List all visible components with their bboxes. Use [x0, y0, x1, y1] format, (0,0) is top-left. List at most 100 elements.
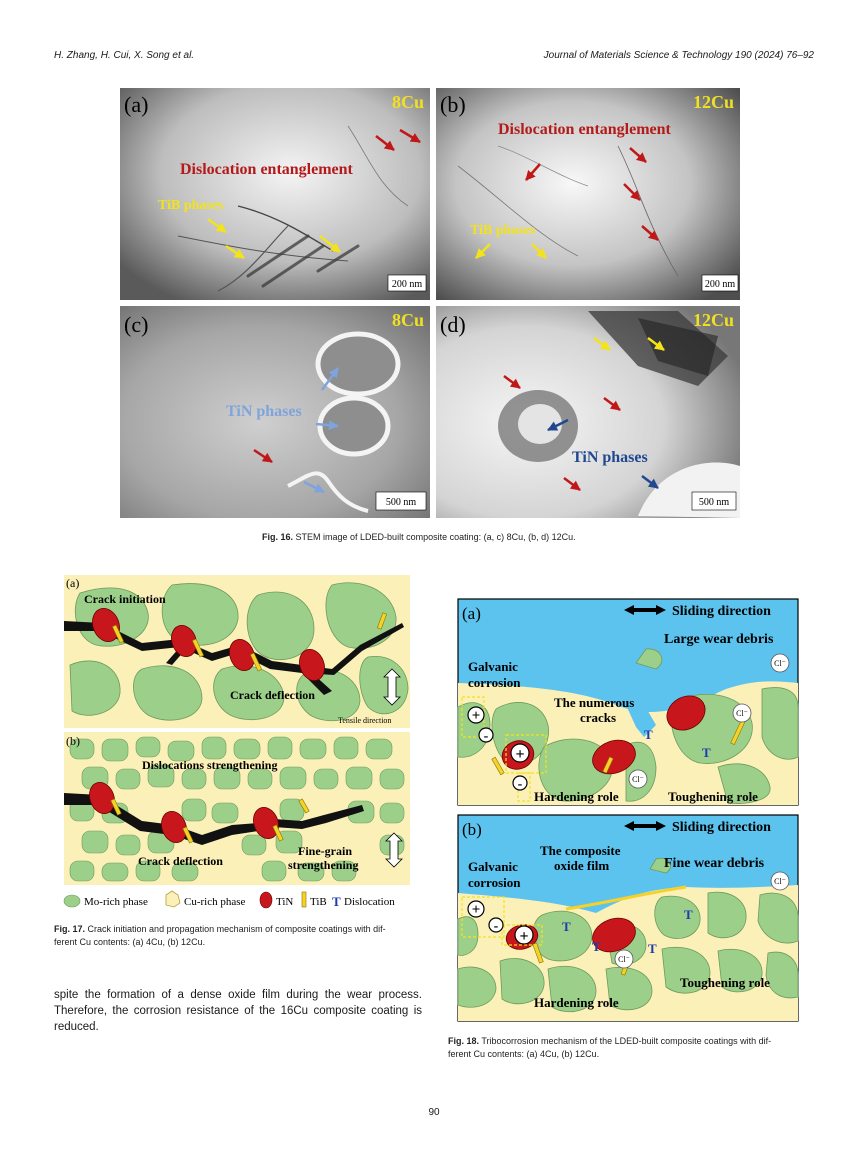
fig16-b-tib-label: TiB phases	[470, 223, 536, 238]
fig18-b-galvanic-1: Galvanic	[468, 859, 518, 874]
fig18-b-hardening: Hardening role	[534, 995, 619, 1010]
legend-mo-label: Mo-rich phase	[84, 896, 148, 908]
fig18-b-plus-2: +	[519, 928, 528, 945]
fig17-a-tensile-direction: Tensile direction	[338, 716, 391, 725]
legend-cu-swatch	[165, 890, 181, 908]
figure-18: + - + - Cl⁻ Cl⁻ Cl⁻ T T (a) Sliding direc…	[457, 598, 799, 1022]
figure-17: (a) Crack initiation Crack deflection Te…	[63, 575, 410, 909]
fig16-b-scalebar: 200 nm	[705, 279, 736, 290]
fig16-panel-c: (c) 8Cu TiN phases 500 nm	[120, 306, 430, 518]
fig18-a-cl-2: Cl⁻	[736, 709, 748, 718]
legend-tin-label: TiN	[276, 896, 293, 908]
legend-tib-swatch	[301, 891, 307, 908]
svg-text:T: T	[592, 939, 601, 954]
fig16-panel-a: (a) 8Cu Dislocation entanglement TiB pha…	[120, 88, 430, 300]
fig18-b-cl-2: Cl⁻	[774, 877, 786, 886]
legend-tin-swatch	[259, 891, 273, 909]
fig18-caption-label: Fig. 18.	[448, 1036, 480, 1046]
fig17-b-dislocations: Dislocations strengthening	[142, 758, 277, 772]
svg-text:T: T	[702, 745, 711, 760]
fig16-caption: Fig. 16. STEM image of LDED-built compos…	[262, 531, 576, 544]
fig16-d-tin-label: TiN phases	[572, 449, 648, 466]
fig16-a-sample: 8Cu	[392, 92, 424, 112]
svg-text:T: T	[684, 907, 693, 922]
legend-dislocation-symbol: T	[332, 894, 341, 909]
figure-16: (a) 8Cu Dislocation entanglement TiB pha…	[120, 88, 740, 518]
fig16-a-dislocation-label: Dislocation entanglement	[180, 161, 354, 178]
fig17-caption: Fig. 17. Crack initiation and propagatio…	[54, 923, 424, 949]
fig16-d-letter: (d)	[440, 312, 466, 337]
fig16-c-sample: 8Cu	[392, 310, 424, 330]
fig17-b-crack-deflection: Crack deflection	[138, 854, 223, 868]
fig16-panel-b: (b) 12Cu Dislocation entanglement TiB ph…	[436, 88, 740, 300]
body-paragraph: spite the formation of a dense oxide fil…	[54, 989, 422, 1033]
fig17-a-crack-deflection: Crack deflection	[230, 688, 315, 702]
fig16-d-sample: 12Cu	[693, 310, 734, 330]
fig16-c-scalebar: 500 nm	[386, 497, 417, 508]
fig18-panel-a: + - + - Cl⁻ Cl⁻ Cl⁻ T T (a) Sliding direc…	[457, 598, 799, 806]
running-header-journal: Journal of Materials Science & Technolog…	[543, 50, 814, 61]
fig18-b-sliding: Sliding direction	[672, 820, 771, 835]
svg-text:T: T	[562, 919, 571, 934]
fig18-a-sliding: Sliding direction	[672, 604, 771, 619]
fig18-b-oxide-2: oxide film	[554, 858, 609, 873]
fig18-caption-line1: Tribocorrosion mechanism of the LDED-bui…	[481, 1036, 772, 1046]
fig16-b-letter: (b)	[440, 92, 466, 117]
fig16-panel-d: (d) 12Cu TiN phases 500 nm	[436, 306, 740, 518]
fig17-b-fine-grain-2: strengthening	[288, 858, 358, 872]
fig18-b-toughening: Toughening role	[680, 975, 770, 990]
fig17-panel-a: (a) Crack initiation Crack deflection Te…	[64, 575, 410, 728]
fig18-b-cl-1: Cl⁻	[618, 955, 630, 964]
svg-text:T: T	[644, 727, 653, 742]
fig18-a-plus-1: +	[472, 708, 481, 724]
fig16-a-letter: (a)	[124, 92, 148, 117]
fig16-c-tin-label: TiN phases	[226, 403, 302, 420]
fig17-caption-line2: ferent Cu contents: (a) 4Cu, (b) 12Cu.	[54, 937, 206, 947]
fig18-b-oxide-1: The composite	[540, 843, 621, 858]
legend-cu-label: Cu-rich phase	[184, 896, 246, 908]
fig16-caption-label: Fig. 16.	[262, 532, 294, 542]
fig18-a-toughening: Toughening role	[668, 789, 758, 804]
fig18-a-wear-debris: Large wear debris	[664, 632, 774, 647]
fig16-a-tib-label: TiB phases	[158, 198, 224, 213]
fig18-panel-b: + - + Cl⁻ Cl⁻ T T T T (b) Sliding direction…	[457, 814, 799, 1022]
fig17-caption-label: Fig. 17.	[54, 924, 86, 934]
legend-tib-label: TiB	[310, 896, 327, 908]
fig17-a-letter: (a)	[66, 576, 79, 590]
fig16-b-sample: 12Cu	[693, 92, 734, 112]
fig18-b-letter: (b)	[462, 820, 482, 839]
legend-dislocation-label: Dislocation	[344, 896, 395, 908]
running-header-authors: H. Zhang, H. Cui, X. Song et al.	[54, 50, 195, 61]
fig17-b-fine-grain-1: Fine-grain	[298, 844, 352, 858]
fig18-caption-line2: ferent Cu contents: (a) 4Cu, (b) 12Cu.	[448, 1049, 600, 1059]
fig18-a-minus-1: -	[484, 729, 489, 744]
fig18-caption: Fig. 18. Tribocorrosion mechanism of the…	[448, 1035, 818, 1061]
fig16-caption-text: STEM image of LDED-built composite coati…	[295, 532, 576, 542]
fig18-a-galvanic-2: corrosion	[468, 675, 521, 690]
fig18-b-wear-debris: Fine wear debris	[664, 856, 765, 871]
fig18-a-cracks-2: cracks	[580, 710, 616, 725]
fig16-b-dislocation-label: Dislocation entanglement	[498, 121, 672, 138]
svg-text:T: T	[648, 941, 657, 956]
fig16-a-scalebar: 200 nm	[392, 279, 423, 290]
legend-mo-swatch	[63, 894, 81, 908]
fig17-b-letter: (b)	[66, 734, 80, 748]
fig16-c-letter: (c)	[124, 312, 148, 337]
fig18-a-cl-1: Cl⁻	[632, 775, 644, 784]
fig18-a-hardening: Hardening role	[534, 789, 619, 804]
fig18-a-galvanic-1: Galvanic	[468, 659, 518, 674]
fig17-panel-b: (b) Dislocations strengthening Crack def…	[64, 732, 410, 885]
fig18-a-minus-2: -	[518, 777, 523, 792]
fig18-b-minus-1: -	[494, 919, 499, 934]
fig16-d-scalebar: 500 nm	[699, 497, 730, 508]
fig18-b-galvanic-2: corrosion	[468, 875, 521, 890]
fig18-a-letter: (a)	[462, 604, 481, 623]
page-number: 90	[428, 1107, 440, 1118]
fig18-a-plus-2: +	[515, 746, 524, 763]
fig18-b-plus-1: +	[472, 902, 481, 918]
fig18-a-cracks-1: The numerous	[554, 695, 634, 710]
fig17-legend: Mo-rich phase Cu-rich phase TiN TiB T Di…	[63, 890, 395, 909]
fig18-a-cl-3: Cl⁻	[774, 659, 786, 668]
fig17-caption-line1: Crack initiation and propagation mechani…	[87, 924, 386, 934]
fig17-a-crack-initiation: Crack initiation	[84, 592, 166, 606]
